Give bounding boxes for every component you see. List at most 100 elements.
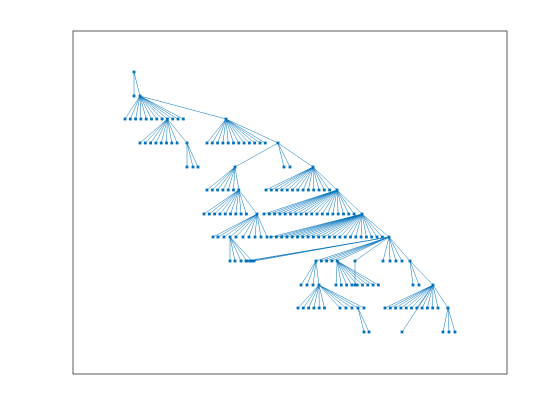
tree-edge-101 (254, 213, 258, 238)
tree-node-36 (263, 141, 267, 145)
tree-node-29 (226, 141, 230, 145)
tree-node-48 (221, 188, 225, 192)
tree-edge-64 (312, 166, 338, 191)
tree-node-22 (170, 141, 174, 145)
tree-node-89 (331, 212, 335, 216)
tree-node-79 (278, 212, 282, 216)
tree-edge-48 (227, 166, 236, 191)
tree-edge-79 (285, 189, 338, 215)
tree-node-100 (241, 235, 245, 239)
tree-edge-100 (248, 213, 258, 238)
tree-edge-115 (329, 213, 363, 238)
tree-node-153 (345, 283, 348, 287)
tree-edge-159 (409, 260, 414, 286)
tree-node-4 (128, 117, 132, 121)
tree-node-149 (311, 283, 315, 287)
tree-node-168 (317, 306, 321, 310)
tree-edge-88 (332, 189, 338, 215)
tree-node-3 (123, 117, 127, 121)
tree-node-53 (269, 188, 273, 192)
tree-edge-21 (167, 118, 173, 144)
tree-edge-76 (269, 189, 338, 215)
tree-node-46 (210, 188, 214, 192)
tree-edge-70 (230, 189, 240, 215)
tree-node-83 (299, 212, 303, 216)
tree-edge-61 (312, 166, 320, 191)
tree-edge-27 (222, 118, 227, 144)
tree-node-18 (149, 141, 152, 145)
tree-edge-150 (335, 260, 338, 286)
tree-edge-95 (217, 213, 258, 238)
tree-node-8 (150, 117, 153, 121)
tree-edge-63 (312, 166, 330, 191)
tree-edge-19 (160, 118, 168, 144)
tree-node-158 (371, 283, 375, 287)
tree-node-20 (159, 141, 163, 145)
tree-edge-62 (312, 166, 325, 191)
tree-edge-10 (139, 95, 168, 120)
tree-node-97 (222, 235, 226, 239)
tree-edge-82 (300, 189, 338, 215)
tree-node-107 (280, 235, 283, 239)
tree-edge-58 (302, 166, 314, 191)
tree-edge-140 (354, 236, 390, 262)
tree-node-165 (301, 306, 305, 310)
tree-node-25 (205, 141, 209, 145)
tree-node-133 (244, 259, 248, 263)
tree-edge-68 (219, 189, 239, 215)
tree-edge-135 (315, 236, 390, 262)
tree-node-65 (335, 188, 339, 192)
tree-node-177 (394, 306, 397, 310)
tree-edge-184 (432, 284, 439, 309)
tree-node-77 (267, 212, 271, 216)
tree-edge-65 (203, 189, 239, 215)
tree-node-31 (237, 141, 241, 145)
tree-edge-26 (217, 118, 227, 144)
tree-edge-144 (388, 236, 403, 262)
tree-node-122 (359, 235, 363, 239)
tree-node-63 (322, 188, 326, 192)
tree-node-146 (408, 259, 412, 263)
tree-edge-11 (139, 95, 173, 120)
tree-node-140 (335, 259, 339, 263)
tree-node-139 (330, 259, 334, 263)
tree-edge-22 (167, 118, 178, 144)
tree-edge-108 (292, 213, 363, 238)
tree-node-19 (154, 141, 158, 145)
tree-node-1 (132, 94, 136, 98)
tree-node-82 (294, 212, 298, 216)
tree-edge-24 (206, 118, 227, 144)
tree-edge-172 (318, 284, 359, 309)
tree-edge-30 (225, 118, 240, 144)
tree-edge-123 (361, 213, 372, 238)
tree-node-121 (354, 235, 358, 239)
tree-node-2 (138, 94, 142, 98)
tree-edge-130 (229, 236, 248, 262)
tree-edge-96 (223, 213, 258, 238)
tree-node-70 (223, 212, 227, 216)
tree-node-108 (285, 235, 289, 239)
tree-edge-56 (292, 166, 314, 191)
tree-edge-114 (323, 213, 363, 238)
tree-node-113 (312, 235, 315, 239)
tree-node-178 (399, 306, 403, 310)
tree-edge-102 (256, 213, 262, 238)
tree-edge-50 (234, 166, 240, 191)
tree-node-76 (262, 212, 266, 216)
tree-edge-9 (139, 95, 163, 120)
tree-node-134 (248, 259, 252, 263)
tree-node-67 (207, 212, 211, 216)
tree-node-6 (139, 117, 143, 121)
tree-edge-118 (344, 213, 363, 238)
tree-edge-136 (321, 236, 390, 262)
tree-edge-13 (139, 95, 184, 120)
tree-node-12 (171, 117, 175, 121)
tree-edge-148 (312, 260, 317, 286)
tree-edge-178 (406, 284, 434, 309)
tree-node-152 (339, 283, 343, 287)
tree-node-24 (185, 141, 189, 145)
tree-node-172 (350, 306, 354, 310)
tree-node-49 (226, 188, 230, 192)
tree-edge-149 (315, 260, 320, 286)
tree-node-11 (166, 117, 169, 121)
